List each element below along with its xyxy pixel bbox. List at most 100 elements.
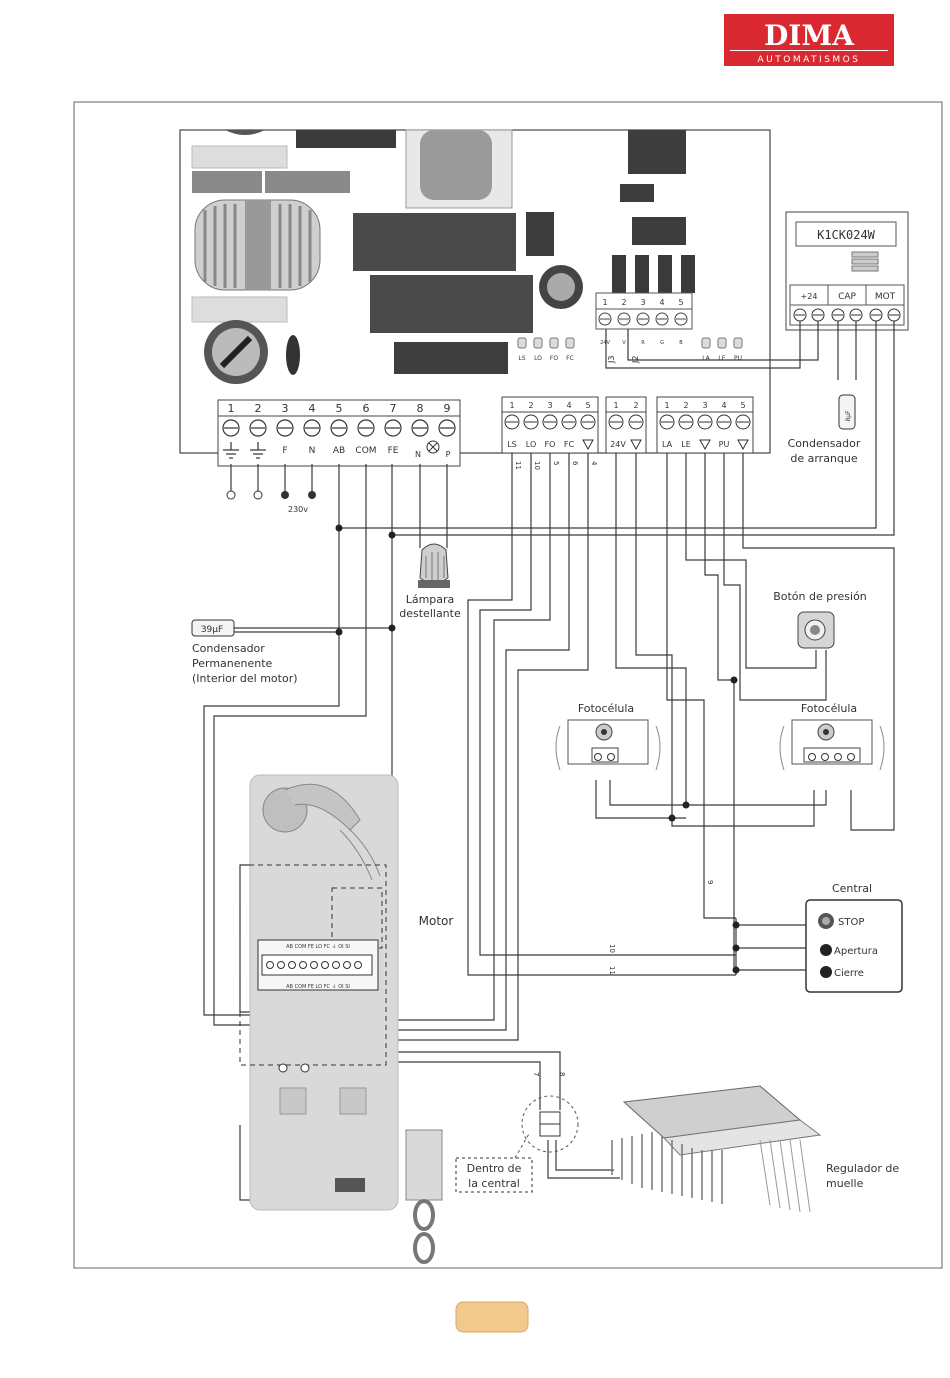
j3-pin-g: G — [660, 340, 664, 346]
perm-capacitor-label-line3: (Interior del motor) — [192, 672, 298, 685]
main-terminal-label-lamp-p: P — [446, 450, 451, 459]
start-capacitor-value: 8µF — [845, 410, 852, 422]
j3-pin-r: R — [641, 340, 645, 346]
block-a-number: 1 — [509, 401, 514, 410]
lamp-label-line2: destellante — [399, 607, 461, 620]
central-button-apertura: Apertura — [834, 946, 878, 957]
central-button-stop: STOP — [838, 917, 864, 928]
block-c-number: 4 — [721, 401, 726, 410]
motor-board-top-labels: AB COM FE LO FC ⏚ OI SI — [286, 943, 350, 950]
main-terminal-number: 3 — [282, 402, 289, 415]
input-block-a: 1 2 3 4 5 LS LO FO FC — [501, 396, 599, 454]
start-capacitor: 8µF Condensador de arranque — [788, 394, 861, 465]
perm-capacitor-label-line2: Permanenente — [192, 657, 273, 670]
central-button-cierre: Cierre — [834, 968, 864, 979]
motor-board-bottom-labels: AB COM FE LO FC ⏚ OI SI — [286, 983, 350, 990]
block-b-number: 1 — [613, 401, 618, 410]
block-a-label-ls: LS — [507, 440, 517, 449]
wire-number-11-lower: 11 — [608, 966, 616, 975]
led-fc: FC — [566, 355, 574, 362]
wire-number-4: 4 — [590, 461, 598, 466]
logo-tagline-text: AUTOMATISMOS — [758, 55, 861, 65]
block-b-number: 2 — [633, 401, 638, 410]
perm-capacitor-value: 39µF — [201, 625, 223, 635]
motor-unit: AB COM FE LO FC ⏚ OI SI AB COM FE LO FC … — [239, 774, 454, 1264]
led-indicators-right: LA LE PU — [701, 337, 743, 362]
block-a-number: 5 — [585, 401, 590, 410]
block-a-label-lo: LO — [526, 440, 536, 449]
j3-pin-24v: 24V — [600, 340, 610, 346]
inside-central-label-line1: Dentro de — [467, 1162, 522, 1175]
led-indicators-left: LS LO FO FC — [517, 337, 575, 362]
block-a-label-fc: FC — [564, 440, 575, 449]
push-button: Botón de presión — [773, 590, 867, 649]
input-block-c: 1 2 3 4 5 LA LE PU — [656, 396, 754, 454]
j3-name: J3 — [607, 356, 616, 364]
supply-voltage-label: 230v — [288, 505, 308, 514]
main-terminal-label-f: F — [282, 446, 287, 456]
photocell-left-label: Fotocélula — [578, 702, 634, 715]
wire-number-7: 7 — [532, 1072, 540, 1076]
inside-central-label-line2: la central — [468, 1177, 520, 1190]
led-ls: LS — [518, 355, 525, 362]
wire-number-10-lower: 10 — [608, 944, 616, 953]
photocell-right: Fotocélula — [779, 702, 885, 771]
j3-number-2: 2 — [621, 298, 626, 307]
main-terminal-number: 2 — [255, 402, 262, 415]
main-terminal-strip: 1 2 3 4 5 6 7 8 9 — [217, 399, 461, 467]
motor-label: Motor — [419, 914, 454, 928]
j3-pin-b: B — [679, 340, 683, 346]
led-lo: LO — [534, 355, 542, 362]
main-terminal-number: 7 — [390, 402, 397, 415]
block-b-label-24v: 24V — [610, 440, 626, 449]
perm-capacitor-label-line1: Condensador — [192, 642, 265, 655]
block-c-number: 3 — [702, 401, 707, 410]
j3-number-1: 1 — [602, 298, 607, 307]
led-le: LE — [718, 355, 725, 362]
main-terminal-label-fe: FE — [388, 446, 399, 456]
block-c-label-la: LA — [662, 440, 673, 449]
flashing-lamp: Lámpara destellante — [399, 543, 461, 620]
central-label: Central — [832, 882, 872, 895]
spring-regulator-label-line1: Regulador de — [826, 1162, 899, 1175]
block-a-number: 4 — [566, 401, 571, 410]
j3-number-5: 5 — [678, 298, 683, 307]
block-c-number: 2 — [683, 401, 688, 410]
diagram-frame — [73, 101, 943, 1269]
wire-number-5: 5 — [552, 461, 560, 465]
block-a-number: 3 — [547, 401, 552, 410]
j3-connector: 1 2 3 4 5 24V V R G B J3 J2 — [595, 292, 693, 364]
wire-number-9: 9 — [706, 880, 714, 884]
block-c-number: 5 — [740, 401, 745, 410]
control-board: 1 2 3 4 5 24V V R G B J3 J2 LS LO — [179, 129, 771, 467]
led-pu: PU — [734, 355, 742, 362]
start-capacitor-label-line2: de arranque — [790, 452, 858, 465]
push-button-label: Botón de presión — [773, 590, 867, 603]
main-terminal-number: 4 — [309, 402, 316, 415]
block-a-label-fo: FO — [545, 440, 556, 449]
photocell-right-label: Fotocélula — [801, 702, 857, 715]
wire-number-10: 10 — [533, 461, 541, 470]
module-terminal-cap: CAP — [838, 292, 856, 302]
logo-brand-text: DIMA — [764, 19, 855, 52]
spring-regulator: Regulador de muelle — [611, 1085, 899, 1213]
module-terminal-24: +24 — [801, 292, 818, 301]
j3-pin-v: V — [622, 340, 626, 346]
main-terminal-number: 8 — [417, 402, 424, 415]
block-c-number: 1 — [664, 401, 669, 410]
permanent-capacitor: 39µF Condensador Permanenente (Interior … — [191, 619, 298, 685]
led-la: LA — [702, 355, 710, 362]
supply-terminals — [226, 490, 316, 500]
main-terminal-number: 1 — [228, 402, 235, 415]
input-block-b: 1 2 24V — [605, 396, 647, 454]
wire-number-6: 6 — [571, 461, 579, 466]
central-control: Central STOP Apertura Cierre — [805, 882, 903, 993]
block-c-label-le: LE — [681, 440, 691, 449]
junctions — [335, 524, 740, 974]
block-a-number: 2 — [528, 401, 533, 410]
led-fo: FO — [550, 355, 558, 362]
central-connector-detail: Dentro de la central — [455, 1095, 579, 1193]
module-name: K1CK024W — [817, 228, 876, 242]
wire-number-8: 8 — [558, 1072, 566, 1076]
